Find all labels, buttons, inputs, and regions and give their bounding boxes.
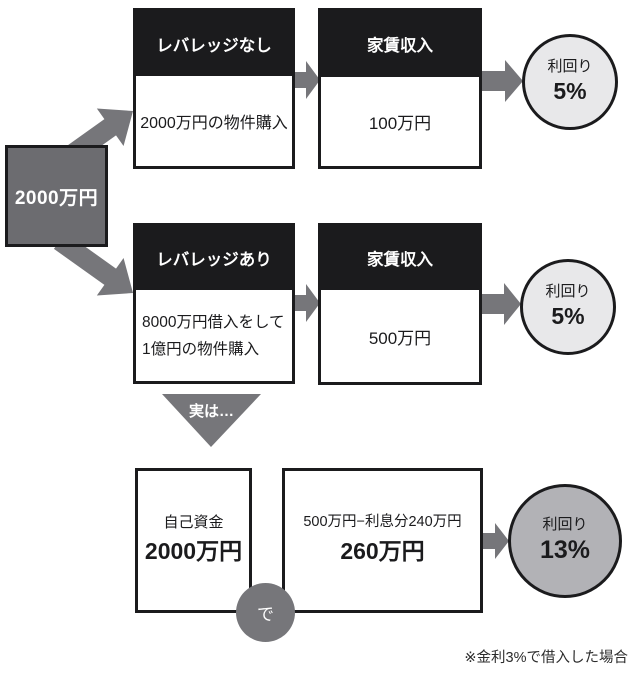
leverage-body-line2: 1億円の物件購入 [142,340,260,358]
arrow-source-to-leverage-icon [53,232,133,296]
leverage-body-line1: 8000万円借入をして [142,313,285,331]
yield-circle-result: 利回り 13% [508,484,622,598]
yield-circle-no-leverage: 利回り 5% [522,34,618,130]
arrow-leverage-to-rent-icon [293,284,320,322]
source-capital-box: 2000万円 [5,145,108,247]
yield-value-1: 5% [553,78,587,104]
arrow-net-to-yield3-icon [482,523,509,559]
rent-income-value-bottom: 500万円 [368,328,432,348]
equity-caption: 自己資金 [163,514,224,532]
arrow-rent-to-yield1-icon [481,60,523,102]
rent-income-header-bottom: 家賃収入 [321,226,479,290]
net-income-box: 500万円−利息分240万円 260万円 [282,468,483,613]
net-income-value: 260万円 [340,537,425,564]
leverage-box: レバレッジあり 8000万円借入をして 1億円の物件購入 [133,223,295,384]
equity-box: 自己資金 2000万円 [135,468,252,613]
no-leverage-body-text: 2000万円の物件購入 [140,115,288,132]
yield-value-2: 5% [551,303,585,329]
yield-value-3: 13% [539,535,591,564]
rent-income-box-top: 家賃収入 100万円 [318,8,482,169]
connector-de-label: で [257,605,274,624]
yield-label-1: 利回り [547,58,593,76]
equity-value: 2000万円 [144,538,243,565]
leverage-header: レバレッジあり [136,226,292,290]
net-income-caption: 500万円−利息分240万円 [303,514,462,531]
source-capital-label: 2000万円 [14,187,99,209]
arrow-no-leverage-to-rent-icon [293,61,320,99]
no-leverage-box: レバレッジなし 2000万円の物件購入 [133,8,295,169]
footnote: ※金利3%で借入した場合 [464,650,628,666]
rent-income-box-bottom: 家賃収入 500万円 [318,223,482,385]
connector-de-circle: で [236,583,295,642]
yield-label-3: 利回り [542,516,588,533]
rent-income-header-top: 家賃収入 [321,11,479,77]
arrow-rent-to-yield2-icon [481,283,521,325]
no-leverage-header: レバレッジなし [136,11,292,76]
rent-income-value-top: 100万円 [368,114,432,133]
reveal-label: 実は… [188,403,234,420]
yield-label-2: 利回り [545,283,591,301]
reveal-triangle-icon [162,394,261,447]
yield-circle-leverage: 利回り 5% [520,259,616,355]
